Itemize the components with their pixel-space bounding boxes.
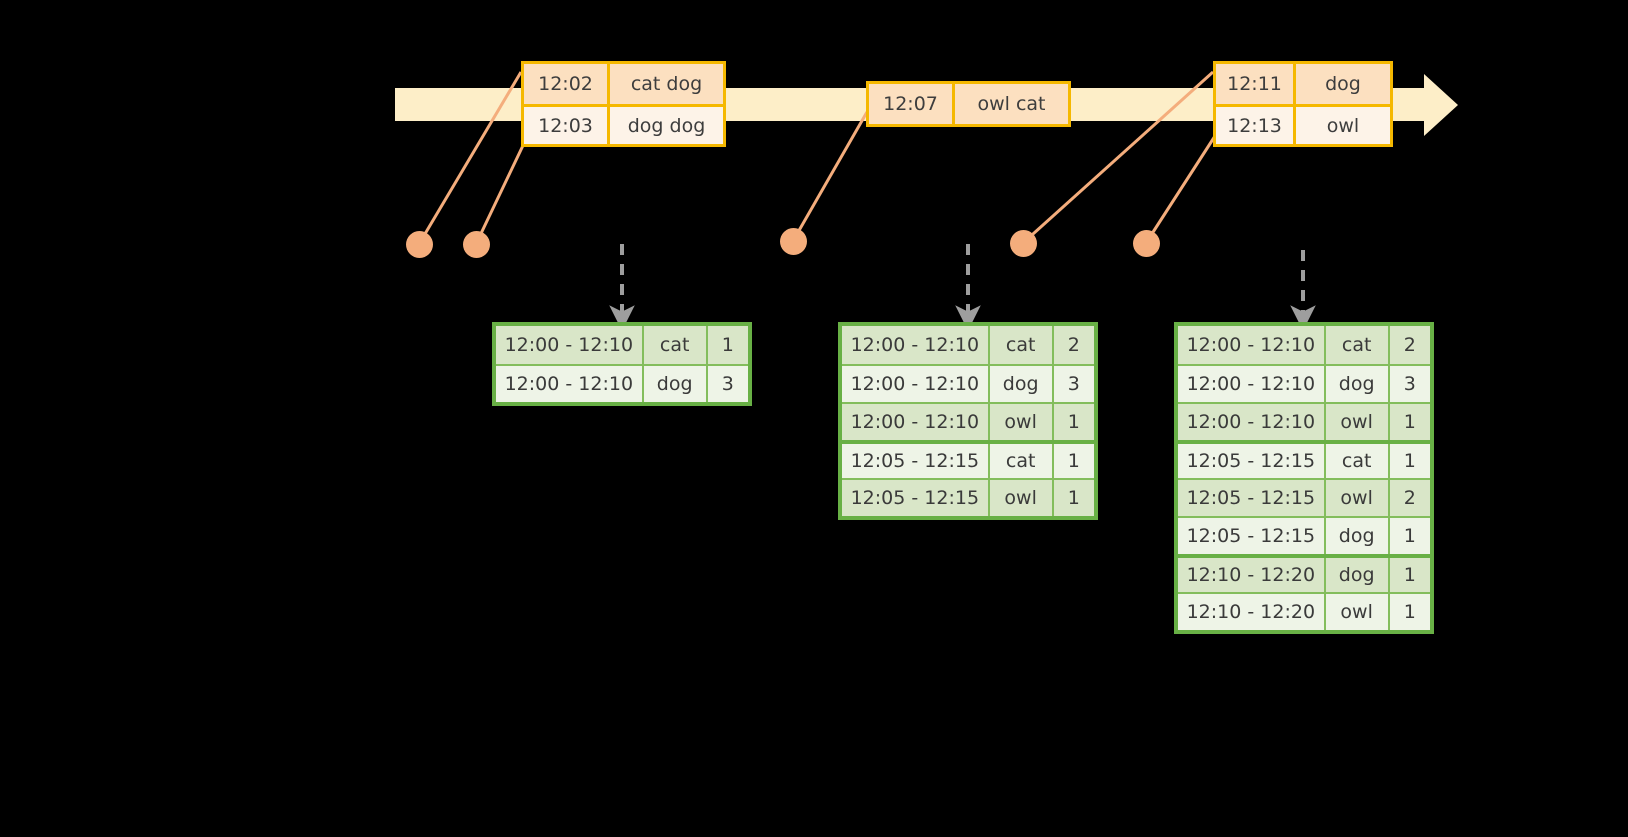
key-cell: dog — [1326, 558, 1390, 592]
key-cell: dog — [990, 366, 1054, 402]
key-cell: cat — [644, 326, 708, 364]
count-cell: 2 — [1403, 487, 1416, 509]
key-cell: cat — [1326, 444, 1390, 478]
connector-line-2 — [474, 134, 530, 245]
event-value: owl cat — [955, 84, 1068, 124]
count-cell: 1 — [1403, 450, 1416, 472]
event-value: cat dog — [610, 64, 723, 104]
count-cell: 3 — [1067, 373, 1080, 395]
count-cell: 2 — [1067, 334, 1080, 356]
window-cell: 12:00 - 12:10 — [842, 404, 990, 440]
count-cell: 3 — [1403, 373, 1416, 395]
key-cell: dog — [1326, 518, 1390, 554]
window-cell: 12:00 - 12:10 — [842, 326, 990, 364]
window-cell: 12:05 - 12:15 — [842, 444, 990, 478]
timeline-arrowhead-icon — [1424, 74, 1458, 136]
window-cell: 12:05 - 12:15 — [1178, 444, 1326, 478]
window-cell: 12:00 - 12:10 — [842, 366, 990, 402]
event-value: owl — [1296, 107, 1390, 144]
count-cell: 1 — [1067, 487, 1080, 509]
event-timestamp: 12:13 — [1216, 107, 1296, 144]
count-cell: 1 — [1067, 450, 1080, 472]
key-cell: owl — [1326, 404, 1390, 440]
window-cell: 12:10 - 12:20 — [1178, 558, 1326, 592]
key-cell: dog — [1326, 366, 1390, 402]
event-timestamp: 12:11 — [1216, 64, 1296, 104]
key-cell: owl — [1326, 594, 1390, 630]
count-cell: 1 — [1403, 564, 1416, 586]
count-cell: 1 — [1067, 411, 1080, 433]
key-cell: cat — [1326, 326, 1390, 364]
trigger-dot-4 — [1009, 229, 1037, 257]
trigger-dot-3 — [779, 227, 807, 255]
count-cell: 1 — [1403, 411, 1416, 433]
event-timestamp: 12:03 — [524, 107, 610, 144]
key-cell: owl — [1326, 480, 1390, 516]
window-cell: 12:10 - 12:20 — [1178, 594, 1326, 630]
count-cell: 1 — [1403, 601, 1416, 623]
key-cell: owl — [990, 404, 1054, 440]
window-cell: 12:00 - 12:10 — [1178, 366, 1326, 402]
key-cell: cat — [990, 444, 1054, 478]
window-cell: 12:00 - 12:10 — [1178, 404, 1326, 440]
event-value: dog — [1296, 64, 1390, 104]
key-cell: cat — [990, 326, 1054, 364]
trigger-dot-1 — [405, 230, 433, 258]
count-cell: 1 — [1403, 525, 1416, 547]
window-cell: 12:00 - 12:10 — [1178, 326, 1326, 364]
window-cell: 12:00 - 12:10 — [496, 326, 644, 364]
count-cell: 2 — [1403, 334, 1416, 356]
trigger-dot-5 — [1132, 229, 1160, 257]
window-cell: 12:05 - 12:15 — [842, 480, 990, 516]
connector-line-3 — [791, 111, 869, 242]
trigger-dot-2 — [462, 230, 490, 258]
count-cell: 1 — [721, 334, 734, 356]
key-cell: dog — [644, 366, 708, 402]
window-cell: 12:05 - 12:15 — [1178, 480, 1326, 516]
window-cell: 12:00 - 12:10 — [496, 366, 644, 402]
connector-line-5 — [1144, 135, 1217, 244]
key-cell: owl — [990, 480, 1054, 516]
count-cell: 3 — [721, 373, 734, 395]
window-cell: 12:05 - 12:15 — [1178, 518, 1326, 554]
event-value: dog dog — [610, 107, 723, 144]
event-timestamp: 12:07 — [869, 84, 955, 124]
event-timestamp: 12:02 — [524, 64, 610, 104]
